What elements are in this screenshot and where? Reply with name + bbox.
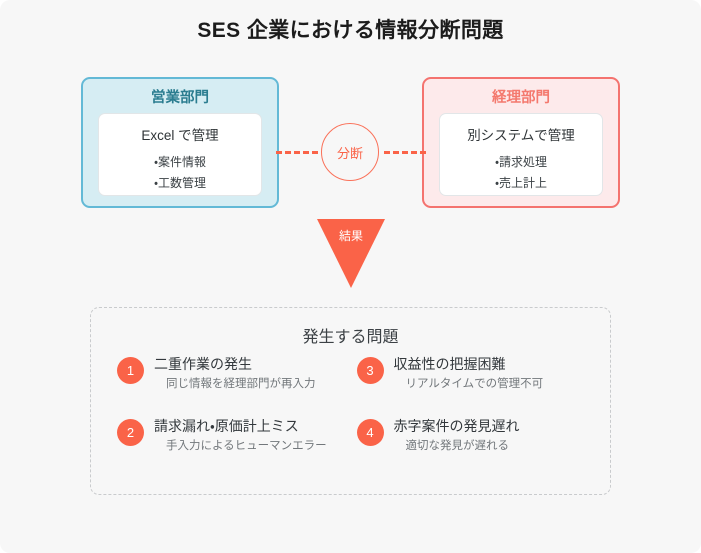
problem-text-group: 二重作業の発生 同じ情報を経理部門が再入力: [154, 356, 357, 392]
problem-detail: 同じ情報を経理部門が再入力: [166, 377, 316, 390]
problem-number-badge: 4: [356, 419, 384, 447]
problem-item-2: 2 請求漏れ・原価計上ミス 手入力によるヒューマンエラー: [117, 418, 357, 454]
department-system-accounting: 別システムで管理: [467, 128, 575, 143]
department-title-sales: 営業部門: [151, 90, 209, 106]
problem-number-badge: 1: [117, 357, 144, 384]
problem-item-3: 3 収益性の把握困難 リアルタイムでの管理不可: [356, 356, 597, 392]
department-card-sales: Excel で管理 ・案件情報 ・工数管理: [98, 113, 262, 196]
problem-text-group: 赤字案件の発見遅れ 適切な発見が遅れる: [394, 418, 597, 454]
problems-grid: 1 二重作業の発生 同じ情報を経理部門が再入力 3 収益性の把握困難 リアルタイ…: [117, 356, 596, 480]
result-arrow: 結果: [317, 219, 385, 291]
dashed-line-right-icon: [384, 151, 426, 154]
department-bullet-accounting-2: ・売上計上: [494, 176, 548, 190]
department-row: 営業部門 Excel で管理 ・案件情報 ・工数管理 経理部門 別システムで管理…: [0, 77, 701, 210]
department-title-accounting: 経理部門: [492, 90, 550, 106]
result-label: 結果: [338, 229, 363, 243]
problem-heading: 収益性の把握困難: [393, 356, 506, 372]
department-card-accounting: 別システムで管理 ・請求処理 ・売上計上: [439, 113, 603, 196]
department-box-sales: 営業部門 Excel で管理 ・案件情報 ・工数管理: [81, 77, 279, 208]
problem-text-group: 請求漏れ・原価計上ミス 手入力によるヒューマンエラー: [154, 418, 357, 454]
page-title: SES 企業における情報分断問題: [197, 19, 504, 42]
down-triangle-icon: [317, 219, 385, 288]
department-bullet-accounting-1: ・請求処理: [494, 155, 548, 169]
department-bullet-sales-2: ・工数管理: [153, 176, 207, 190]
problem-number-badge: 3: [356, 357, 384, 384]
problem-number-badge: 2: [117, 419, 144, 447]
problem-detail: リアルタイムでの管理不可: [405, 377, 544, 390]
split-connector: 分断: [276, 117, 426, 189]
problem-item-4: 4 赤字案件の発見遅れ 適切な発見が遅れる: [356, 418, 597, 454]
problem-detail: 手入力によるヒューマンエラー: [166, 439, 327, 452]
problem-text-group: 収益性の把握困難 リアルタイムでの管理不可: [394, 356, 597, 392]
problem-heading: 赤字案件の発見遅れ: [393, 418, 520, 435]
problem-heading: 請求漏れ・原価計上ミス: [154, 418, 299, 435]
problem-heading: 二重作業の発生: [154, 356, 252, 372]
dashed-line-left-icon: [276, 151, 318, 154]
problems-panel: 発生する問題 1 二重作業の発生 同じ情報を経理部門が再入力 3 収益性の把握困…: [90, 307, 611, 495]
problems-heading: 発生する問題: [302, 329, 399, 346]
department-box-accounting: 経理部門 別システムで管理 ・請求処理 ・売上計上: [422, 77, 620, 208]
department-system-sales: Excel で管理: [141, 128, 219, 143]
split-badge: 分断: [321, 123, 379, 181]
problem-item-1: 1 二重作業の発生 同じ情報を経理部門が再入力: [117, 356, 357, 392]
problem-detail: 適切な発見が遅れる: [405, 439, 510, 452]
department-bullet-sales-1: ・案件情報: [153, 155, 207, 169]
